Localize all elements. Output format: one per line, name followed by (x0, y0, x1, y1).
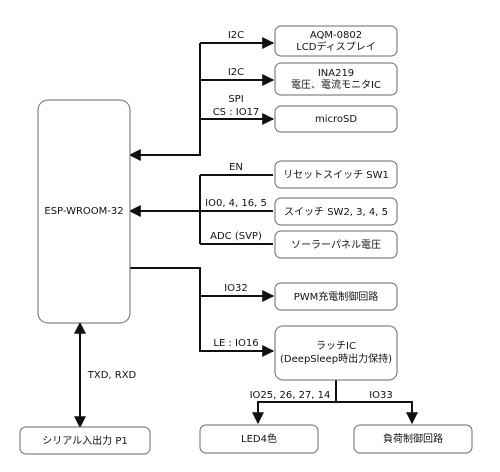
esp-wroom-32-label: ESP-WROOM-32 (44, 206, 123, 217)
aqm-0802-box (274, 25, 398, 57)
ina219-label-2: 電圧、電流モニタIC (291, 78, 381, 91)
label-i2c-1: I2C (228, 30, 244, 41)
reset-switch-box (274, 160, 398, 189)
switch-box (274, 197, 398, 226)
label-le: LE : IO16 (213, 338, 258, 349)
aqm-0802-label-2: LCDディスプレイ (296, 40, 376, 53)
esp-wroom-32-box (37, 99, 131, 324)
label-i2c-2: I2C (228, 67, 244, 78)
serial-box (19, 426, 151, 455)
solar-voltage-label: ソーラーパネル電圧 (291, 239, 381, 251)
label-txrx: TXD, RXD (87, 370, 137, 381)
microsd-box (274, 105, 398, 133)
latch-ic-box (274, 325, 398, 381)
label-adc: ADC (SVP) (210, 231, 262, 242)
ina219-label-1: INA219 (318, 68, 354, 79)
microsd-label: microSD (315, 114, 357, 125)
label-io33: IO33 (369, 390, 393, 401)
label-io-switch: IO0, 4, 16, 5 (205, 198, 267, 209)
reset-switch-label: リセットスイッチ SW1 (283, 169, 389, 181)
solar-voltage-box (274, 230, 398, 259)
latch-ic-label-1: ラッチIC (316, 340, 356, 352)
switch-label: スイッチ SW2, 3, 4, 5 (284, 206, 388, 218)
line-to-load (336, 401, 418, 425)
label-cs: CS : IO17 (213, 107, 260, 118)
latch-ic-label-2: (DeepSleep時出力保持) (280, 352, 392, 365)
load-control-box (353, 424, 473, 454)
label-io32: IO32 (224, 283, 248, 294)
label-spi: SPI (228, 94, 243, 105)
led-label: LED4色 (241, 432, 277, 445)
ina219-box (274, 62, 398, 96)
line-to-pwm (130, 267, 275, 302)
load-control-label: 負荷制御回路 (383, 432, 443, 445)
aqm-0802-label-1: AQM-0802 (310, 30, 362, 41)
line-to-led (252, 401, 336, 425)
pwm-label: PWM充電制御回路 (294, 290, 379, 303)
line-to-latch (199, 296, 275, 357)
led-box (199, 424, 319, 454)
pwm-box (274, 282, 398, 311)
bus-i2c-spi (128, 43, 201, 161)
label-io-led: IO25, 26, 27, 14 (250, 390, 331, 401)
serial-label: シリアル入出力 P1 (42, 434, 127, 447)
label-en: EN (229, 162, 243, 173)
